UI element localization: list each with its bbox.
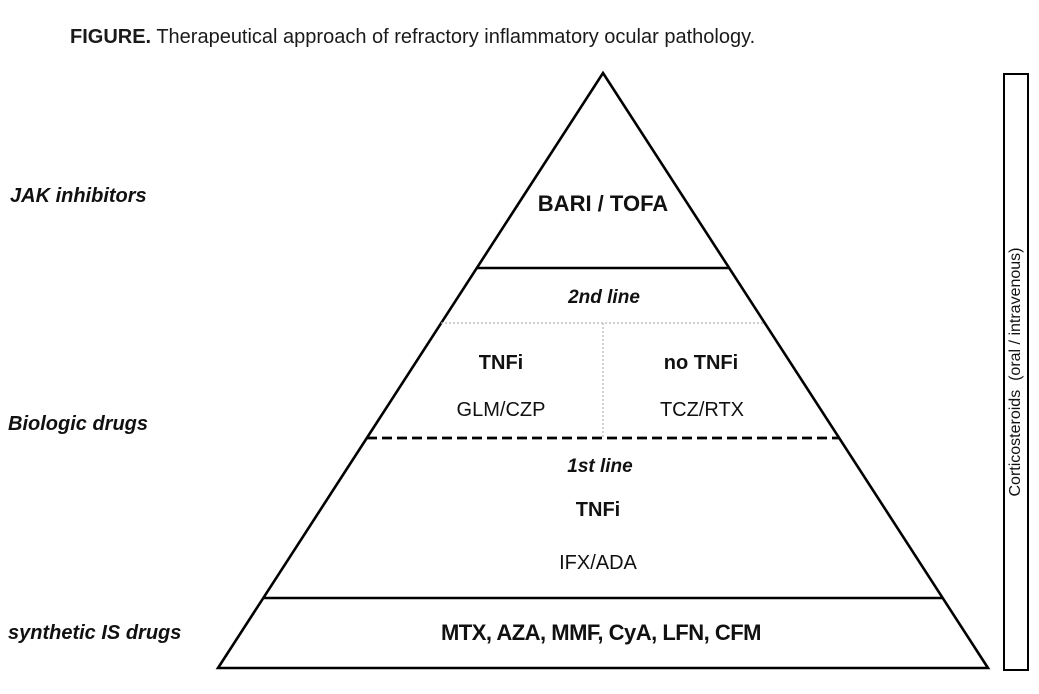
- tnfi-drugs: GLM/CZP: [456, 399, 546, 421]
- side-label-biologic-drugs: Biologic drugs: [8, 413, 148, 435]
- first-line-drugs: IFX/ADA: [559, 552, 637, 574]
- figure-title-prefix: FIGURE.: [70, 26, 152, 48]
- synthetic-level-drugs: MTX, AZA, MMF, CyA, LFN, CFM: [440, 620, 762, 645]
- pyramid-outline: [215, 70, 991, 670]
- no-tnfi-group-label: no TNFi: [663, 352, 739, 374]
- second-line-label: 2nd line: [568, 287, 640, 308]
- first-line-label: 1st line: [567, 456, 633, 477]
- no-tnfi-drugs: TCZ/RTX: [659, 399, 745, 421]
- corticosteroids-bar-outline: [1003, 73, 1029, 671]
- jak-level-drugs: BARI / TOFA: [537, 191, 669, 216]
- corticosteroids-bar-label: Corticosteroids (oral / intravenous): [1007, 247, 1024, 497]
- figure-title: FIGURE. Therapeutical approach of refrac…: [70, 26, 755, 49]
- side-label-jak-inhibitors: JAK inhibitors: [10, 185, 147, 207]
- tnfi-group-label: TNFi: [478, 352, 524, 374]
- figure-title-text: Therapeutical approach of refractory inf…: [151, 26, 756, 48]
- side-label-synthetic-is-drugs: synthetic IS drugs: [8, 622, 182, 644]
- first-line-tnfi-label: TNFi: [575, 499, 621, 521]
